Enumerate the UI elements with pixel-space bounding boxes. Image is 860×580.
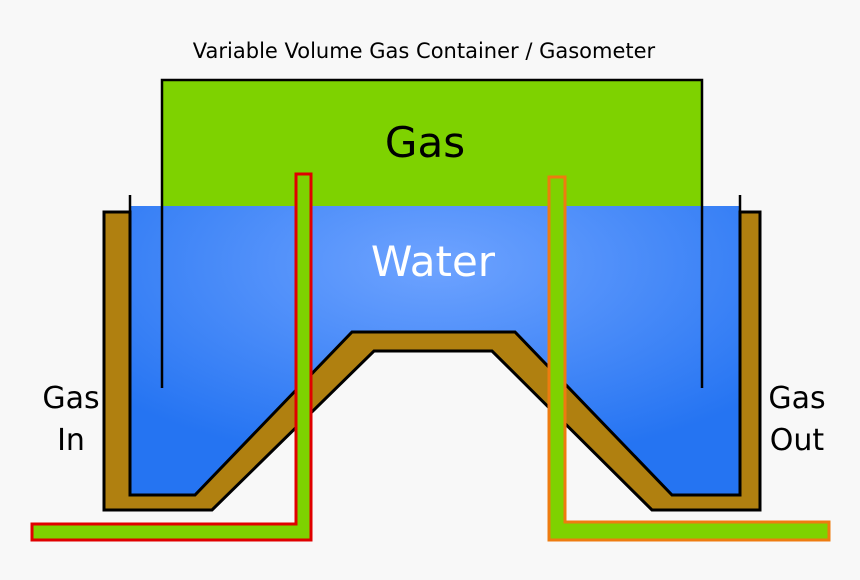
gas-out-label-line2: Out	[770, 423, 825, 458]
gas-inlet-pipe	[30, 172, 313, 542]
water-label: Water	[371, 237, 496, 286]
gas-bell	[162, 80, 702, 206]
gas-label: Gas	[385, 118, 465, 167]
gas-in-label-line1: Gas	[42, 381, 99, 416]
gas-out-label-line1: Gas	[768, 381, 825, 416]
diagram-title: Variable Volume Gas Container / Gasomete…	[193, 39, 656, 63]
gas-bell-walls	[160, 206, 704, 388]
gas-outlet-pipe	[547, 175, 831, 542]
gas-in-label-line2: In	[57, 423, 85, 458]
water-body	[130, 206, 740, 495]
